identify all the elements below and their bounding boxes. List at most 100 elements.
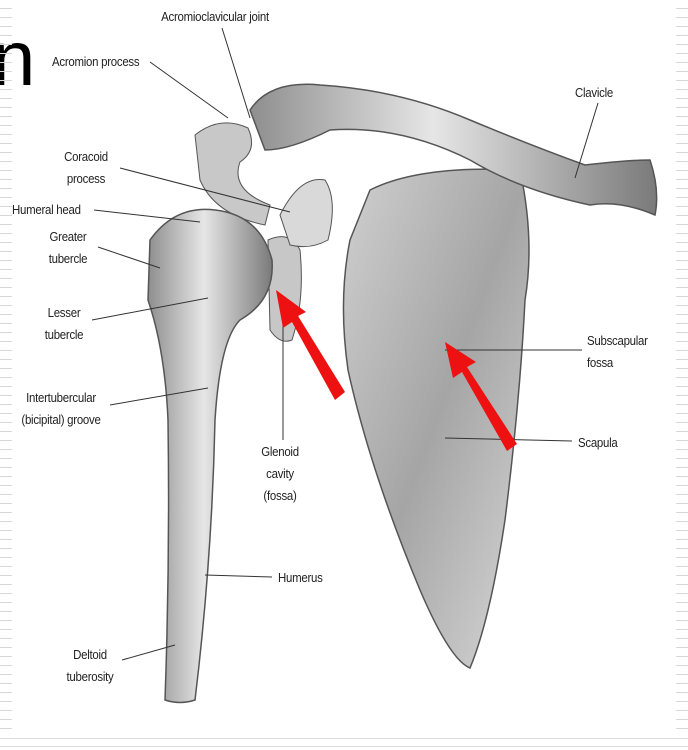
edge-dash [0,206,12,207]
edge-dash [0,44,12,45]
edge-dash [0,71,12,72]
edge-dash [0,26,12,27]
edge-dash [676,404,688,405]
edge-dash [676,674,688,675]
edge-dash [0,161,12,162]
bottom-divider [0,738,688,739]
edge-dash [0,8,12,9]
edge-dash [676,377,688,378]
edge-dash [676,107,688,108]
coracoid-shape [279,178,333,248]
edge-dash [676,728,688,729]
label-line: Lesser [47,305,81,320]
edge-dash [676,134,688,135]
edge-dash [0,359,12,360]
edge-dash [0,314,12,315]
edge-dash [0,305,12,306]
label-acromion-process: Acromion process [52,54,140,69]
edge-dash [0,197,12,198]
edge-dash [676,494,688,495]
edge-dash [0,350,12,351]
edge-dash [0,134,12,135]
edge-dash [676,152,688,153]
edge-dash [676,215,688,216]
edge-dash [676,602,688,603]
edge-dash [0,287,12,288]
edge-dash [0,296,12,297]
edge-dash [676,116,688,117]
edge-dash [676,17,688,18]
edge-dash [676,359,688,360]
edge-dash [0,449,12,450]
label-humeral-head: Humeral head [12,202,81,217]
edge-dash [676,188,688,189]
edge-dash [0,719,12,720]
edge-dash [0,80,12,81]
humerus-shape [147,208,273,704]
edge-dash [0,611,12,612]
label-line: (bicipital) groove [21,412,101,427]
edge-dash [0,107,12,108]
edge-dash [676,35,688,36]
label-scapula: Scapula [578,435,618,450]
edge-dash [0,629,12,630]
edge-dash [0,251,12,252]
edge-dash [676,125,688,126]
edge-dash [0,278,12,279]
edge-dash [0,620,12,621]
edge-dash [676,458,688,459]
edge-dash [676,638,688,639]
edge-dash [676,233,688,234]
edge-dash [676,323,688,324]
bottom-divider [0,746,688,747]
edge-dash [0,179,12,180]
slide-title-fragment: n [0,14,36,102]
edge-dash [0,377,12,378]
clavicle-shape [249,83,658,217]
edge-dash [676,512,688,513]
edge-dash [676,503,688,504]
edge-dash [676,647,688,648]
edge-dash [0,386,12,387]
label-acromioclavicular-joint: Acromioclavicular joint [161,9,269,24]
edge-dash [676,143,688,144]
edge-dash [0,35,12,36]
edge-dash [676,260,688,261]
edge-dash [0,494,12,495]
edge-dash [676,161,688,162]
label-line: Coracoid [64,149,108,164]
edge-dash [0,710,12,711]
edge-dash [0,548,12,549]
edge-dash [676,251,688,252]
label-line: Glenoid [261,444,299,459]
edge-dash [676,98,688,99]
edge-dash [0,170,12,171]
edge-dash [676,620,688,621]
edge-dash [676,440,688,441]
edge-dash [0,413,12,414]
edge-dash [0,233,12,234]
edge-dash [0,575,12,576]
acromion-shape [194,122,271,226]
edge-dash [0,440,12,441]
edge-dash [0,224,12,225]
label-clavicle: Clavicle [575,85,613,100]
edge-dash [0,332,12,333]
edge-dash [676,584,688,585]
edge-dash [0,467,12,468]
edge-dash [676,278,688,279]
edge-dash [0,683,12,684]
edge-dash [676,80,688,81]
edge-dash [676,224,688,225]
edge-dash [0,323,12,324]
edge-dash [0,395,12,396]
edge-dash [0,422,12,423]
edge-dash [676,683,688,684]
edge-dash [0,458,12,459]
edge-dash [676,242,688,243]
edge-dash [676,368,688,369]
edge-dash [676,179,688,180]
